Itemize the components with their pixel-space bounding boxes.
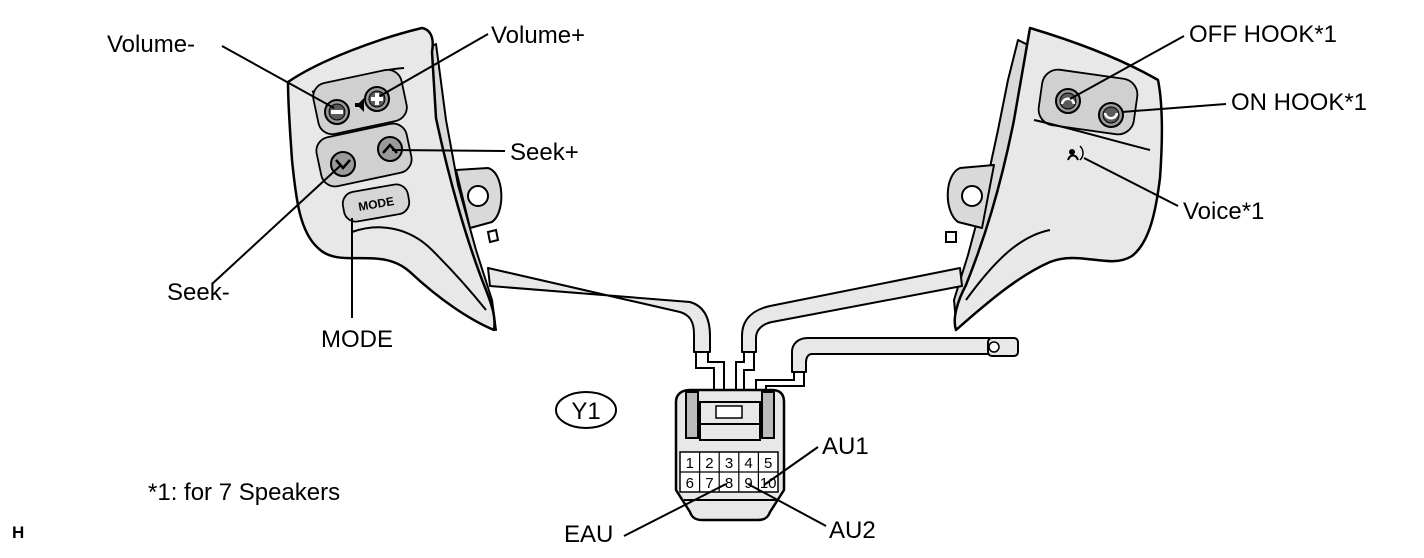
volume-minus-button[interactable] (324, 99, 350, 125)
pin-6: 6 (686, 475, 694, 492)
side-cable (791, 337, 991, 373)
leader-lines (211, 33, 1227, 537)
right-mount-hole (961, 185, 983, 207)
voice-button[interactable] (1067, 145, 1084, 161)
label-off-hook: OFF HOOK*1 (1189, 21, 1337, 48)
speaker-icon (355, 98, 364, 112)
wire-harness (487, 267, 1019, 392)
phone-on-hook-icon (1103, 112, 1119, 120)
label-on-hook: ON HOOK*1 (1231, 89, 1367, 116)
right-switch-assembly (945, 26, 1164, 332)
connector-pin-grid: 1 2 3 4 5 6 7 8 9 10 (679, 451, 779, 493)
footnote: *1: for 7 Speakers (148, 479, 340, 506)
mode-button-text: MODE (357, 194, 395, 214)
label-au1: AU1 (822, 433, 869, 460)
left-switch-assembly: MODE (286, 26, 503, 332)
phone-off-hook-icon (1060, 97, 1076, 105)
left-mount-hole (467, 185, 489, 207)
left-cable (487, 267, 711, 353)
pin-2: 2 (705, 455, 713, 472)
chevron-down-icon (335, 159, 351, 170)
corner-mark: H (12, 523, 24, 542)
off-hook-button[interactable] (1055, 88, 1081, 114)
pin-4: 4 (744, 455, 752, 472)
label-eau: EAU (564, 521, 613, 548)
label-volume-plus: Volume+ (491, 22, 585, 49)
pin-3: 3 (725, 455, 733, 472)
label-mode: MODE (321, 326, 393, 353)
phone-bezel (1037, 68, 1139, 136)
label-seek-plus: Seek+ (510, 139, 579, 166)
pin-5: 5 (764, 455, 772, 472)
callout-labels: Volume- Volume+ Seek+ Seek- MODE OFF HOO… (107, 21, 1367, 548)
pin-1: 1 (686, 455, 694, 472)
label-seek-minus: Seek- (167, 279, 230, 306)
connector-y1: 1 2 3 4 5 6 7 8 9 10 (674, 388, 786, 522)
label-voice: Voice*1 (1183, 198, 1264, 225)
on-hook-button[interactable] (1098, 102, 1124, 128)
connector-id: Y1 (571, 398, 600, 425)
seek-minus-button[interactable] (330, 151, 356, 177)
pin-8: 8 (725, 475, 733, 492)
label-volume-minus: Volume- (107, 31, 195, 58)
right-cable (741, 267, 963, 353)
volume-plus-button[interactable] (364, 86, 390, 112)
voice-icon (1069, 149, 1075, 155)
mode-button[interactable]: MODE (341, 182, 411, 223)
seek-plus-button[interactable] (377, 136, 403, 162)
pin-7: 7 (705, 475, 713, 492)
connector-id-badge: Y1 (555, 391, 617, 429)
label-au2: AU2 (829, 517, 876, 544)
